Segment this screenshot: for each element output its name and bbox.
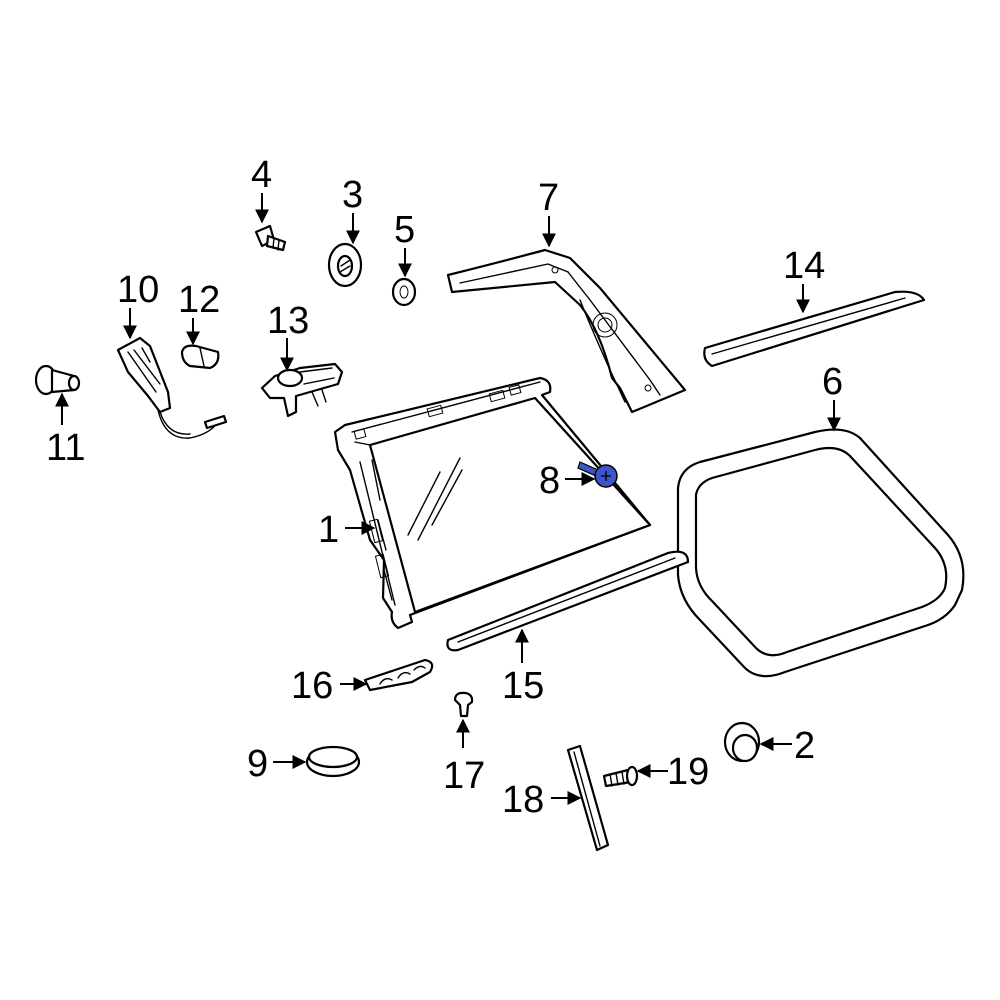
part-5-washer[interactable] bbox=[391, 277, 417, 307]
callout-1: 1 bbox=[318, 509, 339, 551]
callout-7: 7 bbox=[538, 177, 559, 219]
part-7-pillar-trim[interactable] bbox=[446, 248, 687, 414]
callout-15: 15 bbox=[502, 665, 544, 707]
leader-lines bbox=[55, 193, 841, 805]
part-14-upper-molding[interactable] bbox=[703, 290, 926, 368]
part-17-clip[interactable] bbox=[453, 691, 474, 718]
part-9-plug[interactable] bbox=[305, 745, 361, 778]
part-10-latch-cable[interactable] bbox=[116, 336, 228, 439]
part-1-quarter-glass[interactable] bbox=[333, 376, 652, 630]
callout-12: 12 bbox=[178, 279, 220, 321]
part-13-latch-bracket[interactable] bbox=[260, 362, 344, 418]
part-12-clip[interactable] bbox=[180, 344, 220, 370]
callout-17: 17 bbox=[443, 755, 485, 797]
callout-8: 8 bbox=[539, 460, 560, 502]
callout-labels: 1 2 3 4 5 6 7 8 9 10 11 12 13 14 15 16 1… bbox=[46, 154, 843, 821]
part-6-weatherstrip[interactable] bbox=[676, 428, 965, 678]
callout-2: 2 bbox=[794, 725, 815, 767]
callout-14: 14 bbox=[783, 245, 825, 287]
callout-18: 18 bbox=[502, 779, 544, 821]
callout-10: 10 bbox=[117, 269, 159, 311]
callout-13: 13 bbox=[267, 300, 309, 342]
part-15-lower-molding[interactable] bbox=[446, 550, 690, 652]
callout-4: 4 bbox=[251, 154, 272, 196]
part-16-bracket[interactable] bbox=[363, 658, 434, 692]
part-2-grommet[interactable] bbox=[723, 721, 761, 763]
part-4-bolt[interactable] bbox=[254, 224, 287, 252]
part-19-screw[interactable] bbox=[602, 765, 639, 788]
callout-3: 3 bbox=[342, 174, 363, 216]
part-3-grommet[interactable] bbox=[327, 242, 363, 288]
callout-19: 19 bbox=[667, 751, 709, 793]
callout-16: 16 bbox=[291, 665, 333, 707]
callout-5: 5 bbox=[394, 209, 415, 251]
callout-11: 11 bbox=[46, 427, 85, 469]
callout-6: 6 bbox=[822, 361, 843, 403]
callout-9: 9 bbox=[247, 743, 268, 785]
part-11-push-pin[interactable] bbox=[34, 364, 81, 396]
part-18-strip[interactable] bbox=[566, 744, 610, 852]
